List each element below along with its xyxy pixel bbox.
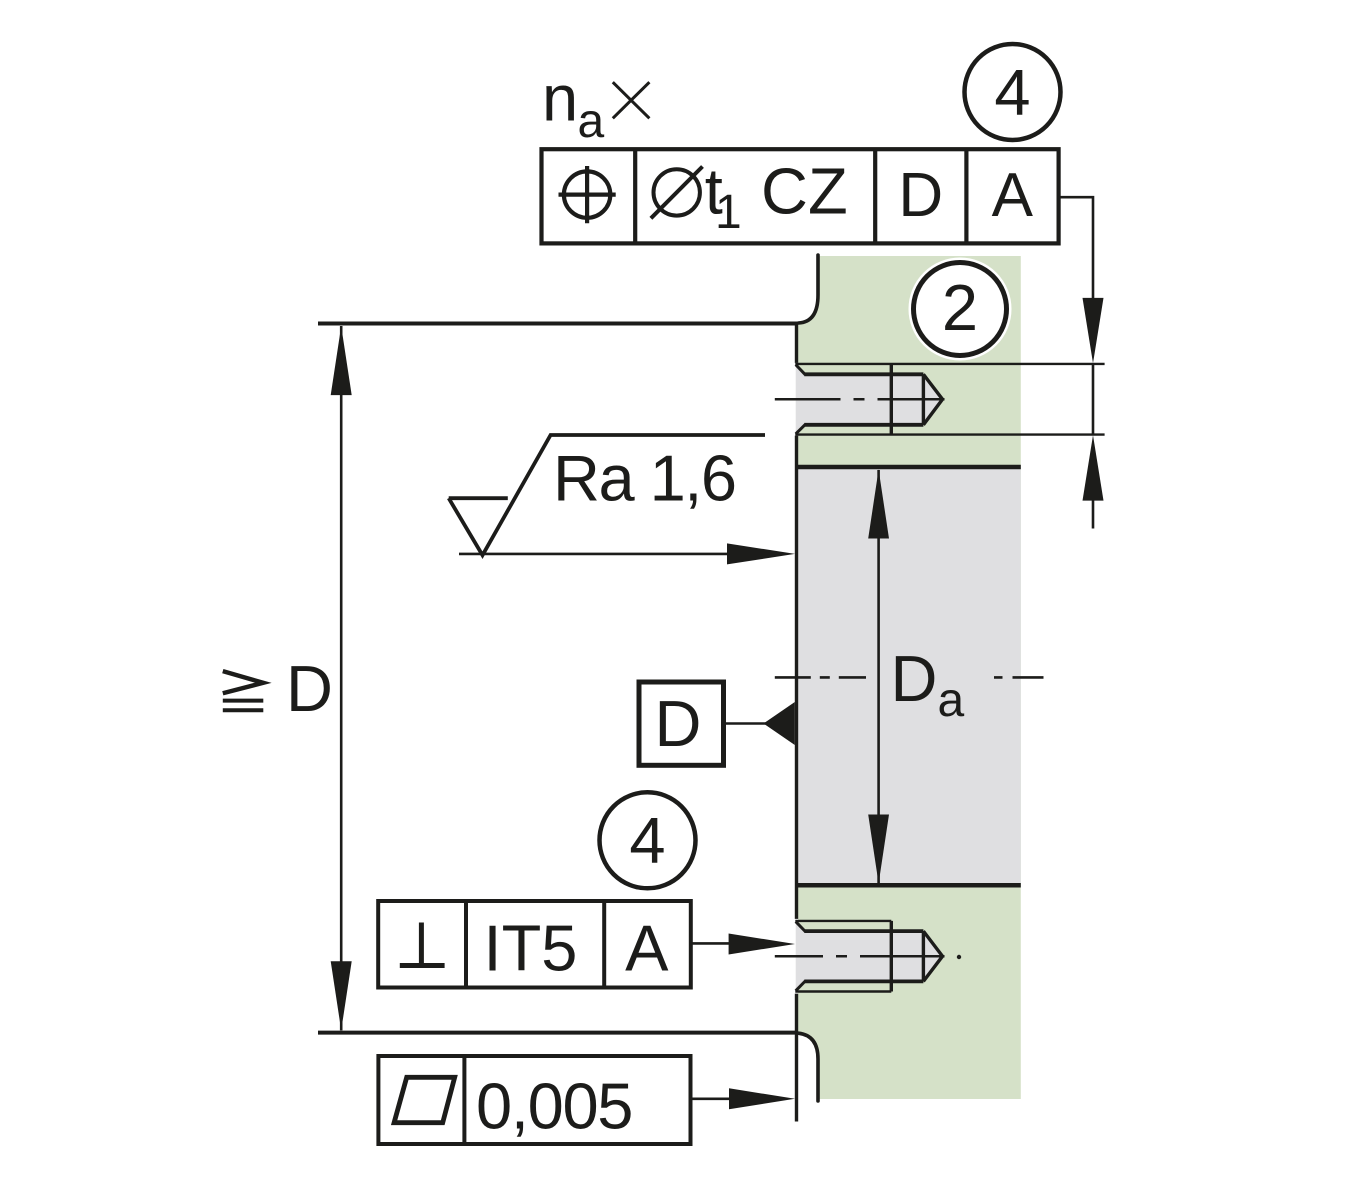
- svg-text:D: D: [655, 687, 702, 760]
- svg-text:a: a: [578, 95, 605, 148]
- svg-text:D: D: [286, 652, 333, 725]
- svg-text:D: D: [898, 161, 943, 230]
- svg-text:CZ: CZ: [761, 155, 848, 228]
- svg-text:4: 4: [994, 56, 1030, 129]
- svg-text:4: 4: [629, 804, 665, 877]
- svg-text:D: D: [891, 642, 938, 715]
- svg-text:t: t: [705, 155, 723, 228]
- svg-text:2: 2: [942, 271, 978, 344]
- svg-text:a: a: [938, 674, 965, 727]
- svg-text:1: 1: [715, 186, 742, 239]
- svg-text:Ra 1,6: Ra 1,6: [553, 441, 736, 514]
- svg-text:A: A: [625, 912, 669, 985]
- svg-text:n: n: [542, 62, 578, 135]
- svg-text:IT5: IT5: [484, 912, 578, 985]
- svg-text:A: A: [992, 161, 1034, 230]
- svg-text:0,005: 0,005: [476, 1069, 632, 1142]
